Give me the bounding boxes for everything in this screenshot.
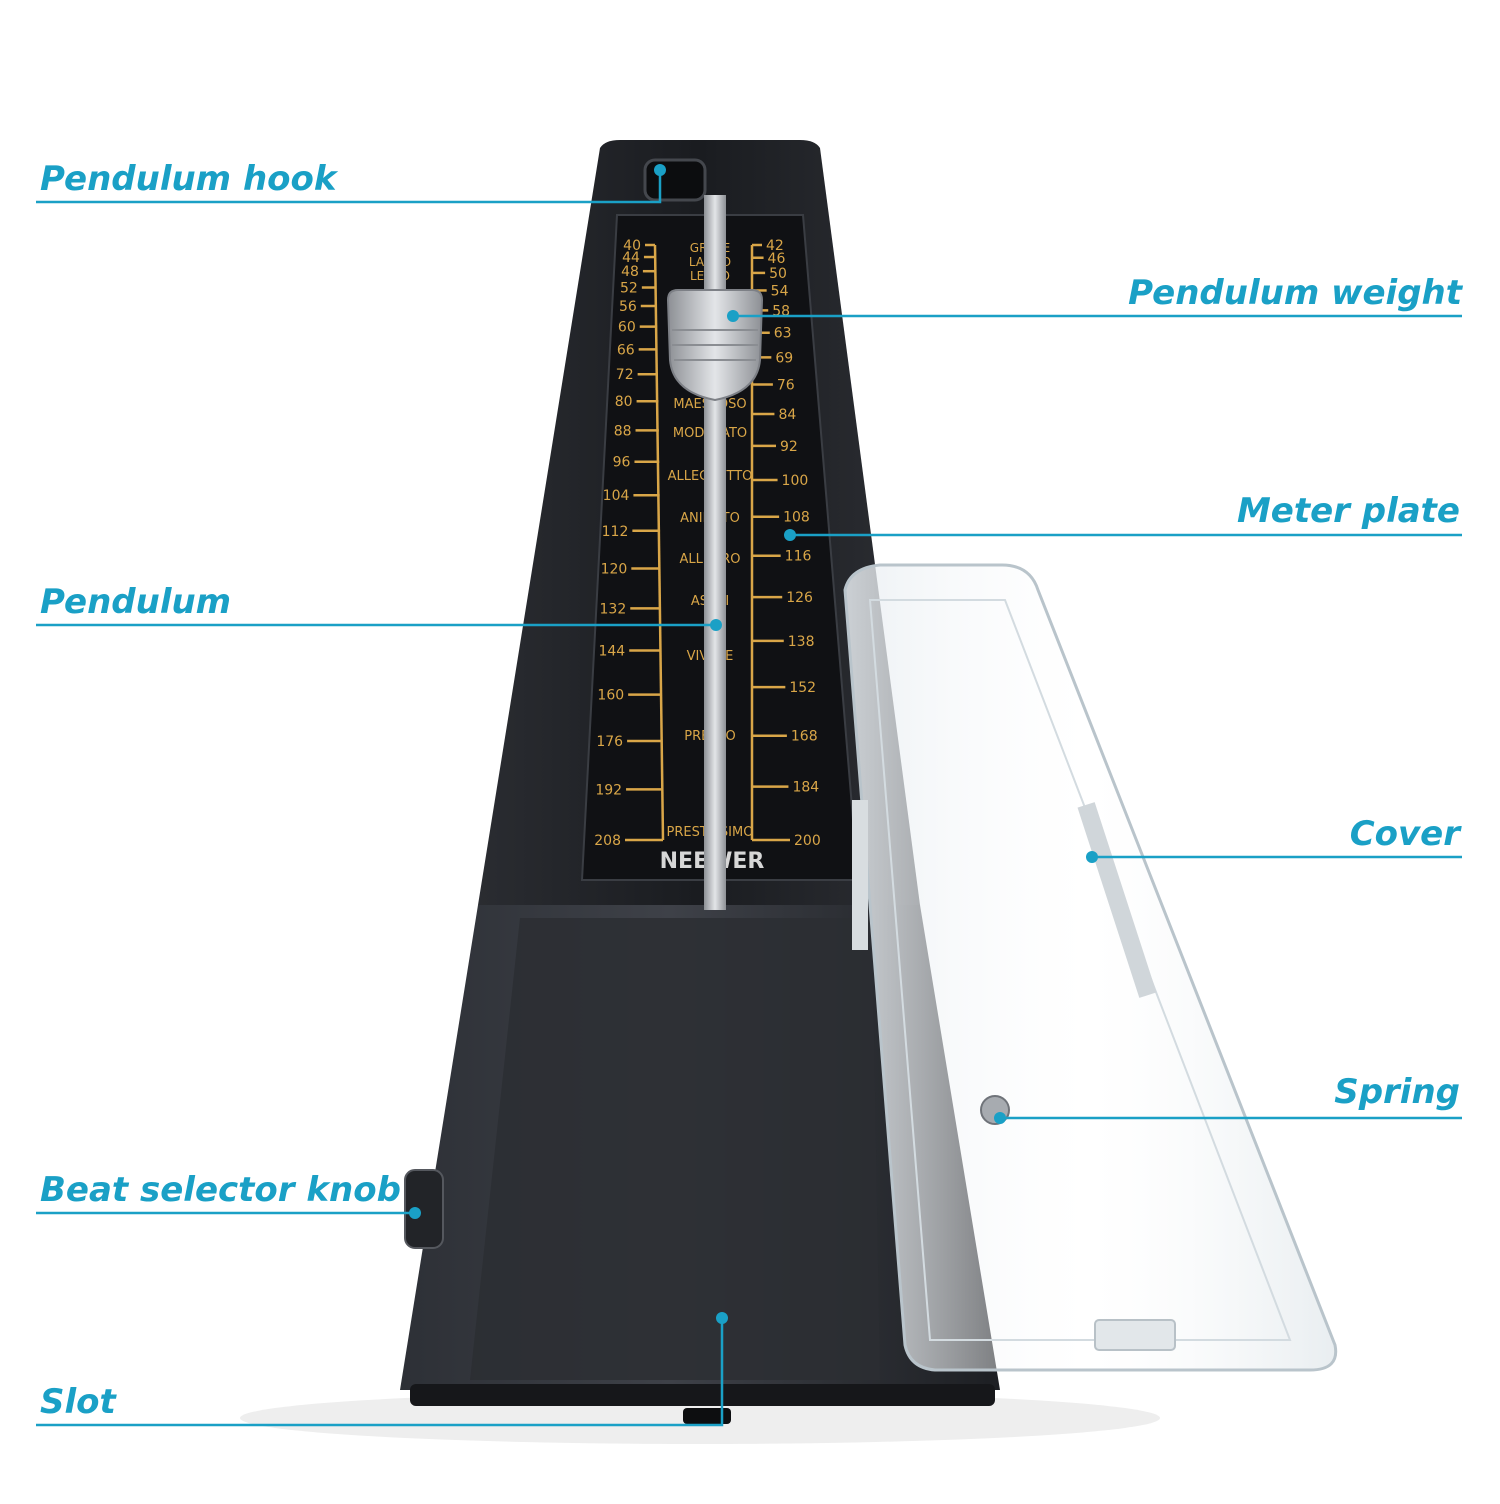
label-slot: Slot — [40, 1382, 116, 1422]
base-foot — [410, 1384, 995, 1406]
left-scale-label: 52 — [620, 281, 638, 297]
dot-spring — [994, 1112, 1006, 1124]
right-scale-label: 108 — [783, 510, 810, 526]
label-pendulum-hook: Pendulum hook — [40, 159, 337, 199]
right-scale-label: 46 — [768, 251, 786, 267]
left-scale-label: 72 — [616, 367, 634, 383]
base-front-panel — [470, 918, 880, 1380]
cover-inner-edge — [868, 599, 1292, 1341]
right-scale-label: 100 — [782, 473, 809, 489]
left-scale-label: 132 — [600, 601, 627, 617]
left-scale-label: 176 — [596, 734, 623, 750]
left-scale-label: 48 — [621, 264, 639, 280]
cover-latch — [1094, 1319, 1176, 1351]
right-scale-label: 42 — [766, 238, 784, 254]
left-scale-label: 112 — [602, 524, 629, 540]
left-scale-label: 96 — [613, 455, 631, 471]
left-scale-label: 192 — [595, 782, 622, 798]
left-scale-label: 208 — [594, 833, 621, 849]
label-beat-selector-knob: Beat selector knob — [40, 1170, 401, 1210]
right-scale-label: 200 — [794, 833, 821, 849]
right-scale-label: 138 — [788, 634, 815, 650]
right-scale-label: 69 — [775, 350, 793, 366]
pendulum-hook — [643, 158, 707, 202]
beat-selector-knob — [404, 1169, 444, 1249]
left-scale-label: 66 — [617, 342, 635, 358]
left-scale-label: 120 — [601, 562, 628, 578]
left-scale-label: 40 — [623, 238, 641, 254]
left-scale-label: 104 — [603, 488, 630, 504]
left-scale-label: 88 — [614, 423, 632, 439]
cover-grip — [1077, 802, 1157, 998]
dot-meter-plate — [784, 529, 796, 541]
label-pendulum-weight: Pendulum weight — [1128, 273, 1462, 313]
right-scale-label: 92 — [780, 439, 798, 455]
left-scale-spine — [653, 244, 665, 841]
left-scale-label: 160 — [597, 688, 624, 704]
right-scale-label: 54 — [771, 283, 789, 299]
cover-grip — [852, 800, 868, 950]
left-scale-label: 56 — [619, 299, 637, 315]
label-pendulum: Pendulum — [40, 582, 232, 622]
dot-slot — [716, 1312, 728, 1324]
dot-pendulum-weight — [727, 310, 739, 322]
leader-slot — [36, 1318, 724, 1427]
right-scale-label: 152 — [789, 680, 816, 696]
right-scale-label: 76 — [777, 377, 795, 393]
callout-lines — [36, 170, 1462, 1427]
transparent-cover — [843, 563, 1338, 1372]
leader-pendulum-hook — [36, 170, 662, 204]
slot — [683, 1408, 731, 1424]
left-scale-label: 144 — [598, 643, 625, 659]
label-meter-plate: Meter plate — [1236, 491, 1460, 531]
right-scale-label: 184 — [792, 780, 819, 796]
right-scale-label: 168 — [791, 729, 818, 745]
dot-pendulum — [710, 619, 722, 631]
dot-pendulum-hook — [654, 164, 666, 176]
left-scale-label: 60 — [618, 320, 636, 336]
label-spring: Spring — [1334, 1072, 1460, 1112]
dot-cover — [1086, 851, 1098, 863]
left-scale-label: 44 — [622, 250, 640, 266]
right-scale-label: 63 — [774, 326, 792, 342]
right-scale-label: 116 — [785, 549, 812, 565]
label-cover: Cover — [1349, 814, 1460, 854]
right-scale-label: 50 — [769, 266, 787, 282]
dot-beat-selector-knob — [409, 1207, 421, 1219]
left-scale-label: 80 — [615, 394, 633, 410]
callout-dots — [409, 164, 1098, 1324]
right-scale-label: 84 — [778, 407, 796, 423]
right-scale-label: 126 — [786, 590, 813, 606]
